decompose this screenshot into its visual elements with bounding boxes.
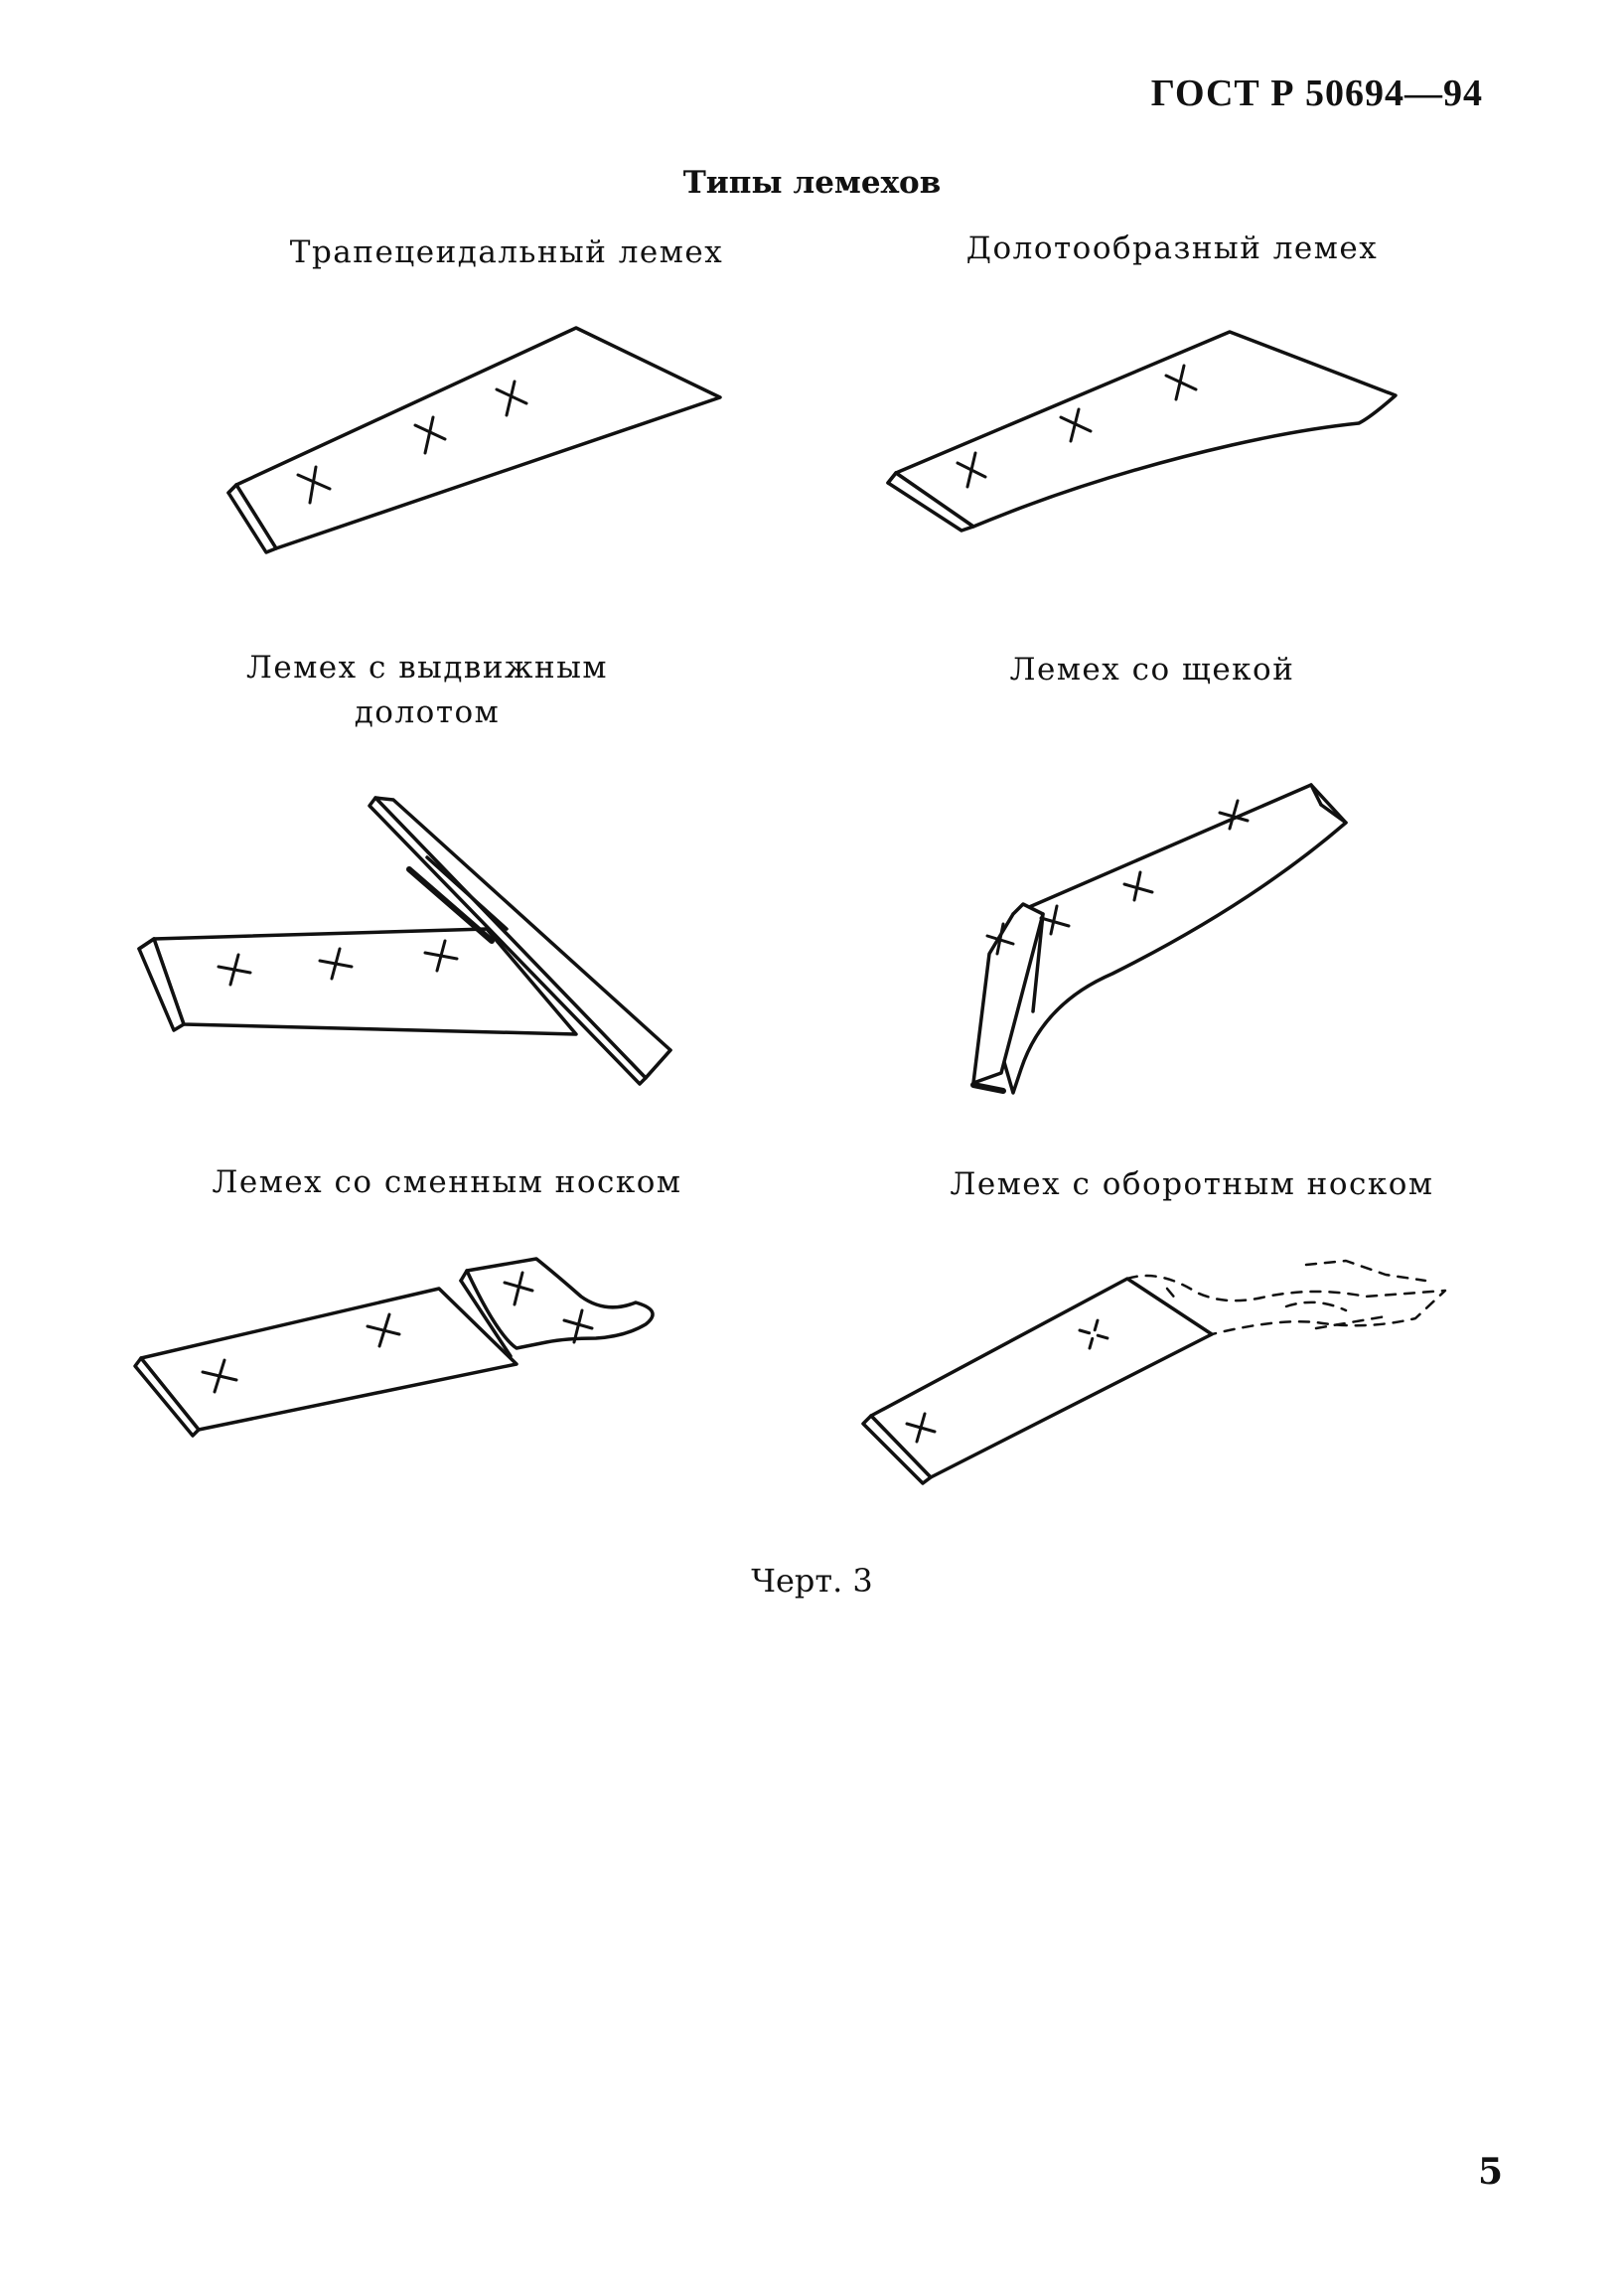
bolt-hole-mark	[1122, 870, 1154, 902]
bolt-hole-mark	[1218, 799, 1250, 831]
cheek-share-drawing	[970, 783, 1348, 1095]
bolt-hole-mark	[985, 922, 1015, 956]
chisel-share-drawing	[886, 330, 1398, 533]
sliding-chisel-share-drawing	[137, 796, 672, 1086]
bolt-hole-mark	[495, 380, 528, 417]
caption-replaceable-toe: Лемех со сменным носком	[212, 1164, 682, 1200]
reversible-toe-share-drawing	[861, 1259, 1447, 1485]
caption-chisel: Долотообразный лемех	[965, 230, 1379, 266]
page-number: 5	[1477, 2151, 1503, 2193]
caption-sliding-chisel: Лемех с выдвижным долотом	[245, 650, 609, 730]
bolt-hole-mark	[1059, 407, 1093, 443]
caption-with-cheek: Лемех со щекой	[1009, 652, 1295, 688]
bolt-hole-mark	[296, 465, 332, 505]
bolt-hole-mark	[503, 1271, 534, 1306]
bolt-hole-mark	[905, 1412, 937, 1444]
standard-code: ГОСТ Р 50694—94	[1150, 73, 1483, 114]
bolt-hole-mark	[1039, 904, 1071, 936]
bolt-hole-mark	[1078, 1318, 1109, 1350]
bolt-hole-mark	[562, 1308, 594, 1344]
replaceable-toe-share-drawing	[133, 1257, 655, 1438]
bolt-hole-mark	[413, 415, 447, 455]
bolt-hole-mark	[1164, 364, 1198, 401]
bolt-hole-mark	[366, 1312, 401, 1348]
bolt-hole-mark	[318, 947, 354, 981]
figure-label: Черт. 3	[751, 1562, 873, 1600]
bolt-hole-mark	[956, 451, 987, 489]
trapezoidal-share-drawing	[226, 326, 722, 554]
bolt-hole-mark	[201, 1358, 238, 1394]
bolt-hole-mark	[217, 953, 252, 987]
caption-trapezoidal: Трапецеидальный лемех	[289, 234, 724, 270]
bolt-hole-mark	[423, 939, 459, 973]
section-title: Типы лемехов	[682, 165, 942, 201]
caption-reversible-toe: Лемех с оборотным носком	[950, 1166, 1434, 1202]
